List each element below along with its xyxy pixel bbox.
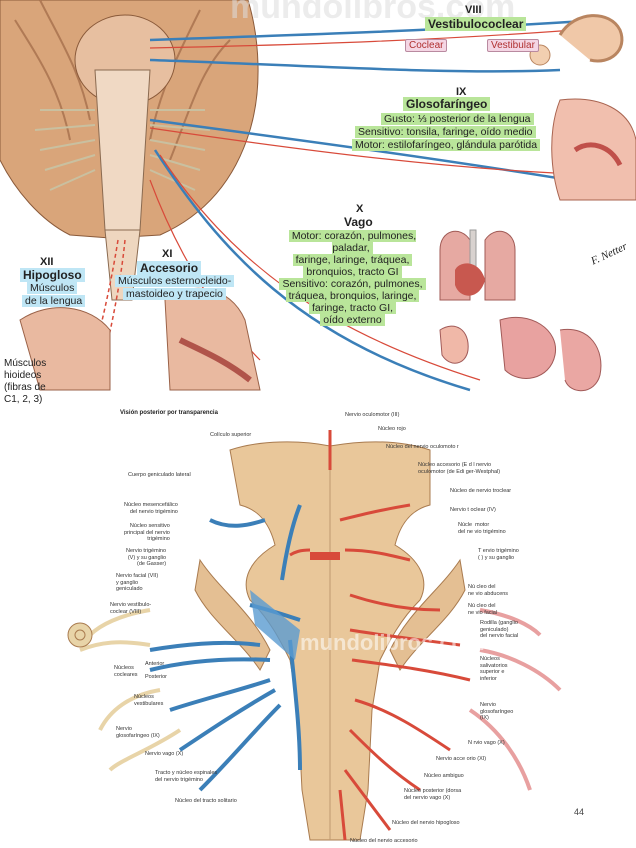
xii-title: Hipogloso bbox=[20, 268, 85, 282]
label-tracto-nucleo-espinales: Tracto y núcleo espinales del nervio tri… bbox=[155, 770, 217, 783]
label-nervio-facial: Nervio facial (VII) y ganglio geniculado bbox=[116, 573, 158, 593]
label-nucleo-accesorio-edinger: Núcleo accesorio (E d l nervio oculomoto… bbox=[418, 462, 500, 475]
x-numeral: X bbox=[356, 203, 363, 215]
x-line-7: oído externo bbox=[320, 314, 384, 326]
x-line-3: bronquios, tracto GI bbox=[303, 266, 401, 278]
label-nervio-vago-left: Nervio vago (X) bbox=[145, 751, 183, 758]
label-anterior: Anterior bbox=[145, 661, 164, 668]
label-nucleo-motor-trigemino: Núcle motor del ne vio trigémino bbox=[458, 522, 506, 535]
label-nucleo-hipogloso: Núcleo del nervio hipogloso bbox=[392, 820, 460, 827]
x-line-4: Sensitivo: corazón, pulmones, bbox=[279, 278, 425, 290]
xii-line-2: de la lengua bbox=[22, 295, 85, 307]
xi-line-2: mastoideo y trapecio bbox=[123, 288, 226, 300]
label-nucleos-salivatorios: Núcleos salivatorios superior e inferior bbox=[480, 656, 508, 682]
ix-title: Glosofaríngeo bbox=[403, 97, 490, 111]
label-nervio-oculomotor: Nervio oculomotor (III) bbox=[345, 412, 399, 419]
xi-numeral: XI bbox=[162, 248, 172, 260]
x-line-1: Motor: corazón, pulmones, paladar, bbox=[289, 230, 416, 254]
hioideos-line-3: (fibras de bbox=[4, 382, 46, 393]
label-nervio-vestibulococlear: Nervio vestíbulo- coclear (VIII) bbox=[110, 602, 151, 615]
label-nucleo-nervio-accesorio: Núcleo del nervio accesorio bbox=[350, 838, 418, 845]
label-nucleo-oculomotor: Núcleo del nervio oculomoto r bbox=[386, 444, 459, 451]
x-description: Motor: corazón, pulmones, paladar, farin… bbox=[270, 230, 435, 326]
label-nervio-trigemino: Nervio trigémino (V) y su ganglio (de Ga… bbox=[126, 548, 166, 568]
hioideos-line-1: Músculos bbox=[4, 358, 46, 369]
label-nucleos-vestibulares: Núcleos vestibulares bbox=[134, 694, 163, 707]
label-nervio-accesorio: Nervio acce orio (XI) bbox=[436, 756, 486, 763]
label-nucleo-facial: Nú cleo del ne vio facial bbox=[468, 603, 497, 616]
bottom-watermark: mundolibros.com bbox=[300, 630, 485, 656]
label-nucleo-tracto-solitario: Núcleo del tracto solitario bbox=[175, 798, 237, 805]
label-nucleo-posterior-vago: Núcleo posterior (dorsa del nervio vago … bbox=[404, 788, 461, 801]
page-number: 44 bbox=[574, 807, 584, 817]
brainstem-drawing bbox=[0, 410, 636, 848]
label-nucleos-cocleares: Núcleos cocleares bbox=[114, 665, 138, 678]
xi-line-1: Músculos esternocleido- bbox=[115, 275, 234, 287]
bottom-illustration: Visión posterior por transparencia bbox=[0, 410, 636, 848]
xii-line-1: Músculos bbox=[27, 282, 77, 294]
label-nucleo-abducens: Nú cleo del ne vio abducens bbox=[468, 584, 508, 597]
label-nucleo-rojo: Núcleo rojo bbox=[378, 426, 406, 433]
x-line-2: faringe, laringe, tráquea, bbox=[293, 254, 413, 266]
label-nervio-glosofaringeo-left: Nervio glosofaríngeo (IX) bbox=[116, 726, 160, 739]
ix-line-2: Sensitivo: tonsila, faringe, oído medio bbox=[355, 126, 536, 138]
hioideos-line-2: hioideos bbox=[4, 370, 41, 381]
label-nucleo-mesencefalico: Núcleo mesencefálico del nervio trigémin… bbox=[124, 502, 178, 515]
label-rodilla-ganglio: Rodilla (ganglio geniculado) del nervio … bbox=[480, 620, 518, 640]
label-cuerpo-geniculado: Cuerpo geniculado lateral bbox=[128, 472, 191, 479]
label-nervio-trigemino-right: T ervio trigémino ( ) y su ganglio bbox=[478, 548, 519, 561]
label-nucleo-troclear: Núcleo de nervio troclear bbox=[450, 488, 511, 495]
top-illustration: mundolibros.com VIII Vestibulococlear Co… bbox=[0, 0, 636, 410]
label-nucleo-sensitivo: Núcleo sensitivo principal del nervio tr… bbox=[124, 523, 170, 543]
label-posterior: Posterior bbox=[145, 674, 167, 681]
x-line-5: tráquea, bronquios, laringe, bbox=[286, 290, 420, 302]
ix-line-1: Gusto: ⅓ posterior de la lengua bbox=[381, 113, 534, 125]
xii-numeral: XII bbox=[40, 256, 53, 268]
tag-vestibular: Vestibular bbox=[487, 39, 539, 52]
ix-line-3: Motor: estilofaríngeo, glándula parótida bbox=[352, 139, 540, 151]
x-title: Vago bbox=[344, 215, 373, 229]
viii-title: Vestibulococlear bbox=[425, 17, 526, 31]
label-nervio-troclear: Nervio t oclear (IV) bbox=[450, 507, 496, 514]
viii-numeral: VIII bbox=[465, 4, 482, 16]
label-nucleo-ambiguo: Núcleo ambiguo bbox=[424, 773, 464, 780]
label-coliculo-superior: Colículo superior bbox=[210, 432, 251, 439]
cranial-nerves-drawing bbox=[0, 0, 636, 410]
x-line-6: faringe, tracto GI, bbox=[309, 302, 396, 314]
label-nervio-glosofaringeo-right: Nervio glosofaríngeo (IX) bbox=[480, 702, 513, 722]
xi-title: Accesorio bbox=[137, 261, 201, 275]
tag-coclear: Coclear bbox=[405, 39, 447, 52]
hioideos-line-4: C1, 2, 3) bbox=[4, 394, 42, 405]
label-nervio-vago-right: N rvio vago (X) bbox=[468, 740, 505, 747]
